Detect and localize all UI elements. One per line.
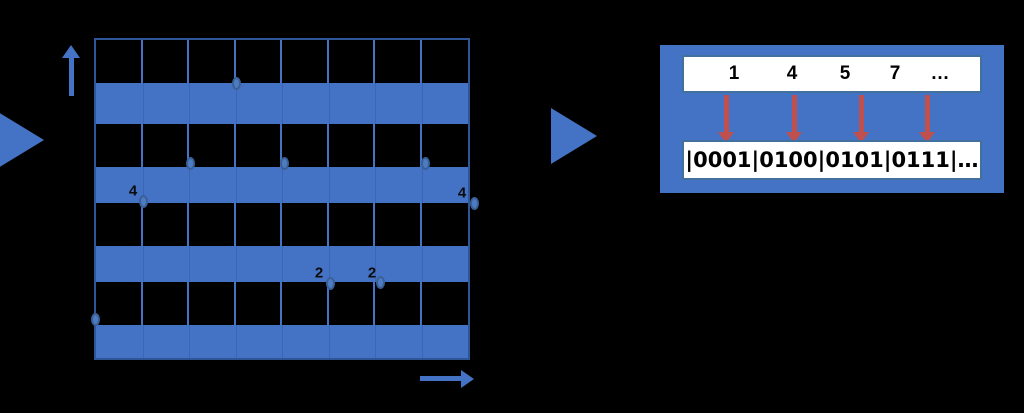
data-point-marker[interactable] (279, 156, 289, 170)
sequence-symbol: 1 (728, 63, 740, 84)
sequence-symbol: 5 (839, 63, 851, 84)
data-point-marker[interactable] (325, 276, 335, 290)
symbol-sequence-box[interactable]: 1 4 5 7 … (682, 55, 982, 93)
column-separator (282, 40, 283, 358)
encoding-panel: 1 4 5 7 … |0001|0100|0101|0111|… (660, 45, 1004, 193)
bitstream-box[interactable]: |0001|0100|0101|0111|… (682, 140, 982, 180)
column-separator (375, 40, 376, 358)
data-point-marker[interactable] (185, 156, 195, 170)
data-point-label: 2 (367, 264, 377, 282)
bitstream-value: |0001|0100|0101|0111|… (685, 148, 979, 172)
sequence-symbol: 7 (889, 63, 901, 84)
sequence-ellipsis: … (930, 63, 950, 84)
data-point-marker[interactable] (138, 194, 148, 208)
data-point-marker[interactable] (231, 76, 241, 90)
data-point-marker[interactable] (90, 312, 100, 326)
column-separator (421, 40, 423, 358)
column-separator (189, 40, 190, 358)
data-point-marker[interactable] (420, 156, 430, 170)
grid-band-row-4 (96, 282, 468, 325)
data-point-label: 2 (314, 264, 324, 282)
column-separator (235, 40, 237, 358)
data-point-marker[interactable] (375, 275, 385, 289)
data-point-label: 4 (457, 184, 467, 202)
column-separator (328, 40, 330, 358)
grid-band-row-3 (96, 203, 468, 246)
grid-band-row-1 (96, 40, 468, 83)
data-point-marker[interactable] (469, 196, 479, 210)
play-triangle-left-icon (0, 112, 44, 168)
quantized-grid-plot (94, 38, 470, 360)
sequence-symbol: 4 (786, 63, 798, 84)
play-triangle-right-icon (551, 108, 597, 164)
data-point-label: 4 (128, 182, 138, 200)
